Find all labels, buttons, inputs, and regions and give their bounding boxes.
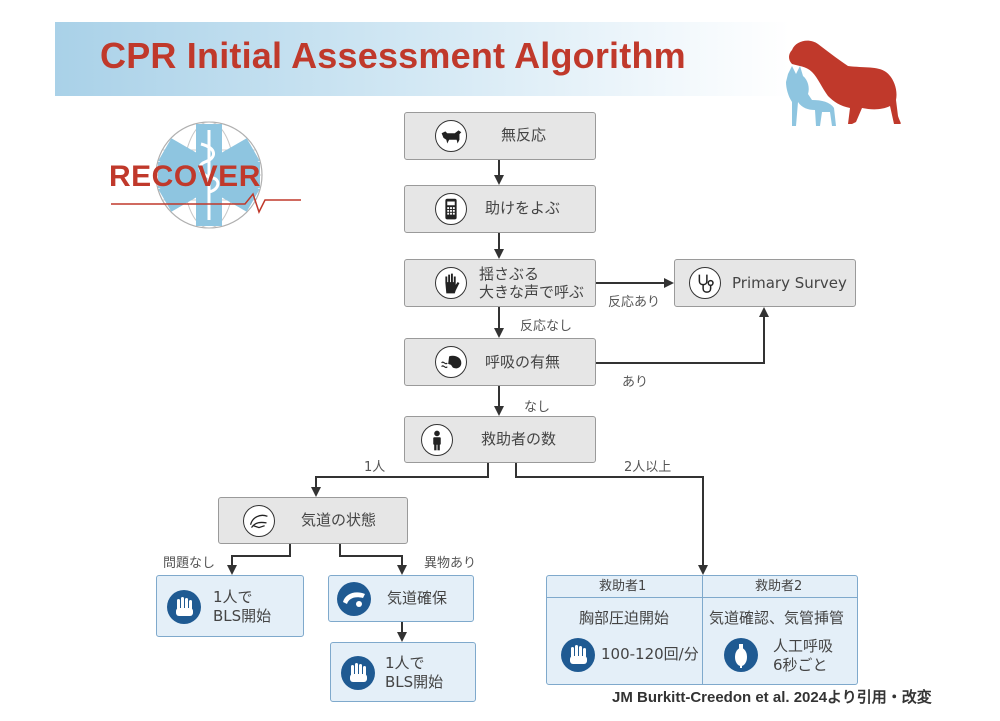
node-label: 呼吸の有無 (485, 353, 561, 371)
rescuer1-header: 救助者1 (599, 579, 647, 594)
rescuer1-rate: 100-120回/分 (601, 645, 699, 663)
airway-icon (243, 505, 275, 537)
node-label: 気道の状態 (301, 511, 377, 529)
edge-label-no-problem: 問題なし (163, 556, 216, 571)
recover-logo-text: RECOVER (109, 160, 261, 193)
compression-hands-icon (341, 656, 375, 690)
edge-label-absent: なし (524, 400, 551, 415)
node-primary-survey: Primary Survey (674, 259, 856, 307)
node-label: 救助者の数 (481, 430, 557, 448)
breathing-dog-icon (435, 346, 467, 378)
hand-icon (435, 267, 467, 299)
ambu-bag-icon (724, 638, 758, 672)
node-bls-single-a: 1人で BLS開始 (156, 575, 304, 637)
node-label: Primary Survey (732, 274, 847, 292)
node-rescuers: 救助者の数 (404, 416, 596, 463)
airway-secure-icon (337, 582, 371, 616)
compression-hands-icon (561, 638, 595, 672)
node-call-help: 助けをよぶ (404, 185, 596, 233)
node-label: 大きな声で呼ぶ (479, 283, 585, 301)
rescuer2-header: 救助者2 (755, 579, 803, 594)
rescuer2-vent-line1: 人工呼吸 (773, 637, 834, 655)
edge-rescuers-team (515, 463, 708, 575)
recover-logo: RECOVER (109, 121, 301, 229)
compression-hands-icon (167, 590, 201, 624)
node-label: 気道確保 (387, 589, 448, 607)
dog-cat-illustration (786, 40, 901, 126)
node-two-rescuers: 救助者1 救助者2 胸部圧迫開始 100-120回/分 気道確認、気管挿管 人工… (546, 575, 858, 685)
node-label: 助けをよぶ (485, 199, 561, 217)
node-label: 1人で (385, 654, 425, 672)
edge-rescuers-airway (311, 463, 489, 497)
node-bls-single-b: 1人で BLS開始 (330, 642, 476, 702)
rescuer2-task: 気道確認、気管挿管 (709, 609, 845, 627)
source-credit: JM Burkitt-Creedon et al. 2024より引用・改変 (612, 689, 932, 706)
title-banner (55, 22, 790, 96)
node-label: 揺さぶる (479, 265, 540, 283)
node-label: BLS開始 (213, 607, 272, 625)
team-divider (702, 576, 704, 684)
dog-icon (435, 120, 467, 152)
node-label: BLS開始 (385, 673, 444, 691)
node-unresponsive: 無反応 (404, 112, 596, 160)
node-breathing: 呼吸の有無 (404, 338, 596, 386)
node-shake-call: 揺さぶる 大きな声で呼ぶ (404, 259, 596, 307)
edge-label-present: あり (622, 375, 649, 390)
edge-label-responsive: 反応あり (608, 295, 661, 310)
rescuer1-task: 胸部圧迫開始 (579, 609, 670, 627)
page-title: CPR Initial Assessment Algorithm (100, 35, 686, 76)
node-airway-state: 気道の状態 (218, 497, 408, 544)
node-label: 1人で (213, 588, 253, 606)
node-airway-secure: 気道確保 (328, 575, 474, 622)
stethoscope-icon (689, 267, 721, 299)
edge-label-two-plus: 2人以上 (624, 460, 672, 475)
edge-airway-secure (339, 544, 407, 575)
person-icon (421, 424, 453, 456)
phone-icon (435, 193, 467, 225)
rescuer2-vent-line2: 6秒ごと (773, 656, 828, 674)
edge-label-foreign-body: 異物あり (424, 556, 477, 571)
edge-label-one-person: 1人 (364, 460, 386, 475)
edge-label-no-response: 反応なし (520, 319, 573, 334)
edge-breathing-primary (596, 307, 769, 364)
node-label: 無反応 (501, 126, 547, 144)
edge-airway-bls (227, 544, 291, 575)
